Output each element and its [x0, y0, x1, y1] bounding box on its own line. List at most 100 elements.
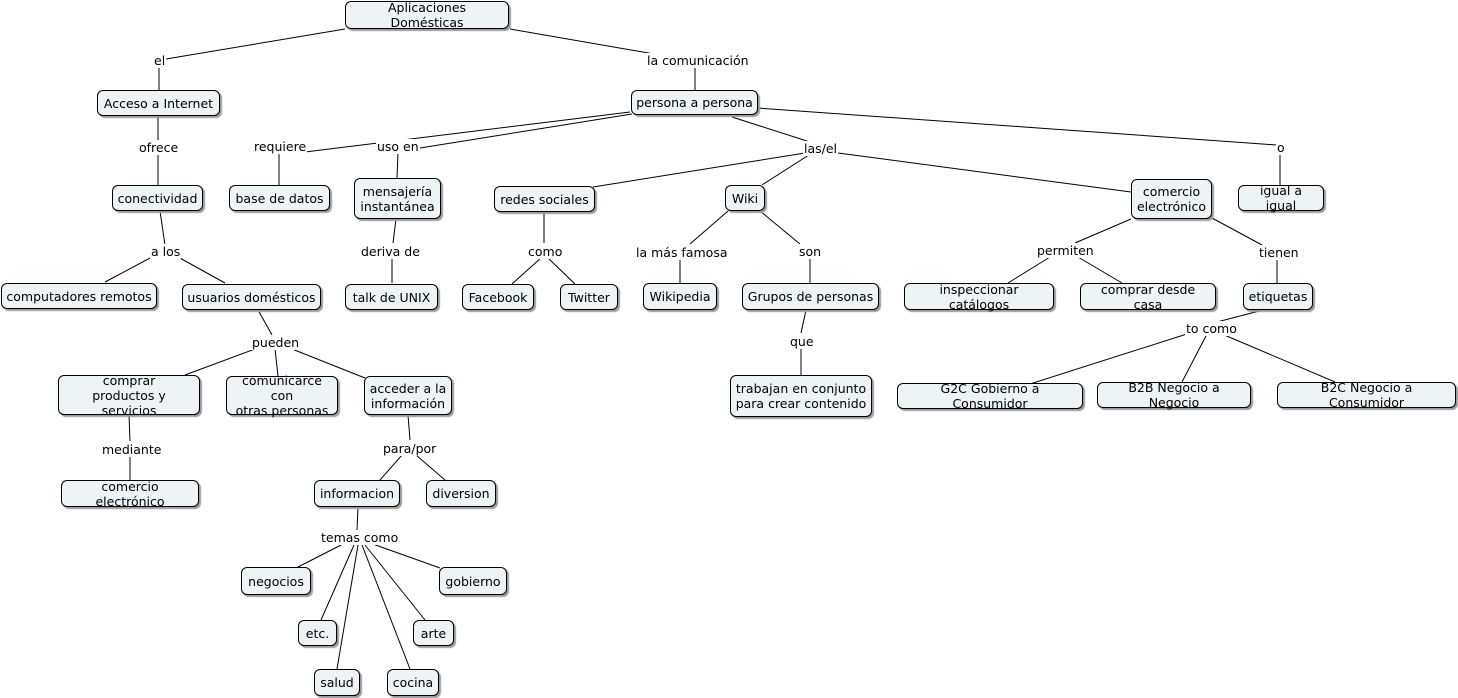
connector — [837, 152, 1132, 193]
concept-node-usuarios-domesticos[interactable]: usuarios domésticos — [182, 284, 321, 310]
connector — [415, 454, 446, 481]
connector — [379, 454, 403, 481]
concept-node-etiquetas[interactable]: etiquetas — [1243, 283, 1313, 310]
concept-node-mensajeria-instantanea[interactable]: mensajería instantánea — [354, 178, 441, 219]
link-phrase: pueden — [251, 335, 301, 350]
link-phrase: que — [789, 334, 815, 349]
connector — [177, 256, 226, 284]
connector — [1211, 217, 1263, 246]
connector — [369, 542, 441, 569]
link-phrase: son — [798, 244, 823, 259]
concept-node-conectividad[interactable]: conectividad — [112, 185, 203, 211]
connector — [304, 111, 631, 153]
connector — [407, 414, 411, 441]
concept-node-negocios[interactable]: negocios — [241, 567, 311, 595]
connector — [1007, 256, 1051, 284]
link-phrase: tienen — [1258, 245, 1300, 260]
concept-node-computadores-remotos[interactable]: computadores remotos — [1, 283, 157, 309]
concept-node-diversion[interactable]: diversion — [426, 480, 496, 507]
concept-node-igual-a-igual[interactable]: igual a igual — [1238, 183, 1324, 213]
link-phrase: la más famosa — [635, 245, 729, 260]
connector — [257, 309, 273, 336]
concept-node-etc[interactable]: etc. — [298, 620, 337, 646]
connector — [356, 506, 359, 531]
connector — [159, 28, 346, 61]
link-phrase: uso en — [376, 139, 420, 154]
concept-node-arte[interactable]: arte — [413, 620, 454, 646]
concept-node-base-de-datos[interactable]: base de datos — [229, 185, 330, 211]
concept-node-informacion[interactable]: informacion — [314, 480, 400, 507]
concept-node-salud[interactable]: salud — [314, 669, 360, 696]
connector — [1077, 256, 1123, 284]
concept-node-wiki[interactable]: Wiki — [725, 185, 765, 211]
connector — [509, 28, 661, 56]
concept-node-inspeccionar-catalogos[interactable]: inspeccionar catálogos — [904, 282, 1054, 312]
concept-node-b2c[interactable]: B2C Negocio a Consumidor — [1277, 380, 1456, 410]
connector — [128, 414, 131, 442]
concept-node-acceder-a-la-informacion[interactable]: acceder a la información — [364, 376, 452, 415]
connector — [274, 348, 279, 377]
connector — [756, 107, 1278, 146]
concept-node-facebook[interactable]: Facebook — [462, 284, 534, 310]
connector — [1181, 333, 1208, 383]
link-phrase: permiten — [1036, 243, 1095, 258]
connector — [104, 256, 153, 283]
concept-node-grupos-de-personas[interactable]: Grupos de personas — [742, 283, 879, 310]
connector — [592, 152, 806, 188]
concept-node-comercio-electronico[interactable]: comercio electrónico — [1131, 179, 1212, 219]
connector — [392, 218, 397, 244]
connector — [511, 256, 543, 285]
concept-node-g2c[interactable]: G2C Gobierno a Consumidor — [897, 381, 1083, 411]
connector — [761, 152, 813, 186]
link-phrase: to como — [1185, 321, 1238, 336]
concept-node-wikipedia[interactable]: Wikipedia — [643, 283, 717, 310]
link-phrase: la comunicación — [646, 53, 750, 68]
connector — [320, 544, 355, 621]
link-phrase: para/por — [382, 441, 438, 456]
concept-node-b2b[interactable]: B2B Negocio a Negocio — [1097, 380, 1251, 410]
link-phrase: deriva de — [360, 244, 421, 259]
connector — [419, 113, 633, 149]
connector — [1029, 332, 1191, 385]
connector — [1221, 333, 1336, 383]
concept-node-persona-a-persona[interactable]: persona a persona — [631, 90, 758, 115]
concept-node-comercio-electronico-2[interactable]: comercio electrónico — [61, 479, 199, 509]
concept-node-comunicarse-con-otras-personas[interactable]: comunicarce con otras personas — [226, 373, 338, 418]
connector — [1216, 309, 1264, 323]
connector — [297, 542, 346, 568]
concept-node-comprar-productos-y-servicios[interactable]: comprar productos y servicios — [58, 373, 200, 418]
connector — [759, 210, 801, 245]
link-phrase: o — [1276, 140, 1286, 155]
connector — [159, 210, 166, 246]
concept-node-twitter[interactable]: Twitter — [560, 284, 618, 310]
concept-node-aplicaciones-domesticas[interactable]: Aplicaciones Domésticas — [345, 0, 509, 30]
link-phrase: como — [527, 244, 564, 259]
connector — [1074, 218, 1132, 244]
link-phrase: ofrece — [138, 140, 180, 155]
concept-node-redes-sociales[interactable]: redes sociales — [494, 186, 595, 212]
link-phrase: las/el — [803, 141, 839, 156]
connector — [689, 210, 729, 245]
connector — [184, 348, 256, 376]
link-phrase: el — [153, 53, 167, 68]
concept-node-comprar-desde-casa[interactable]: comprar desde casa — [1080, 282, 1216, 312]
connector — [800, 309, 807, 334]
link-phrase: requiere — [253, 139, 308, 154]
concept-node-talk-de-unix[interactable]: talk de UNIX — [345, 284, 438, 310]
connector — [361, 544, 411, 670]
link-phrase: a los — [150, 244, 182, 259]
concept-node-cocina[interactable]: cocina — [387, 669, 439, 696]
connector — [336, 544, 359, 670]
connector — [396, 151, 399, 179]
link-phrase: temas como — [320, 530, 400, 545]
concept-node-acceso-a-internet[interactable]: Acceso a Internet — [97, 90, 220, 116]
connector — [291, 348, 366, 379]
link-phrase: mediante — [101, 442, 163, 457]
connector — [546, 256, 576, 285]
concept-node-gobierno[interactable]: gobierno — [439, 567, 507, 595]
concept-node-trabajan-en-conjunto[interactable]: trabajan en conjunto para crear contenid… — [730, 375, 872, 417]
connector — [731, 116, 811, 143]
connector — [364, 544, 426, 621]
